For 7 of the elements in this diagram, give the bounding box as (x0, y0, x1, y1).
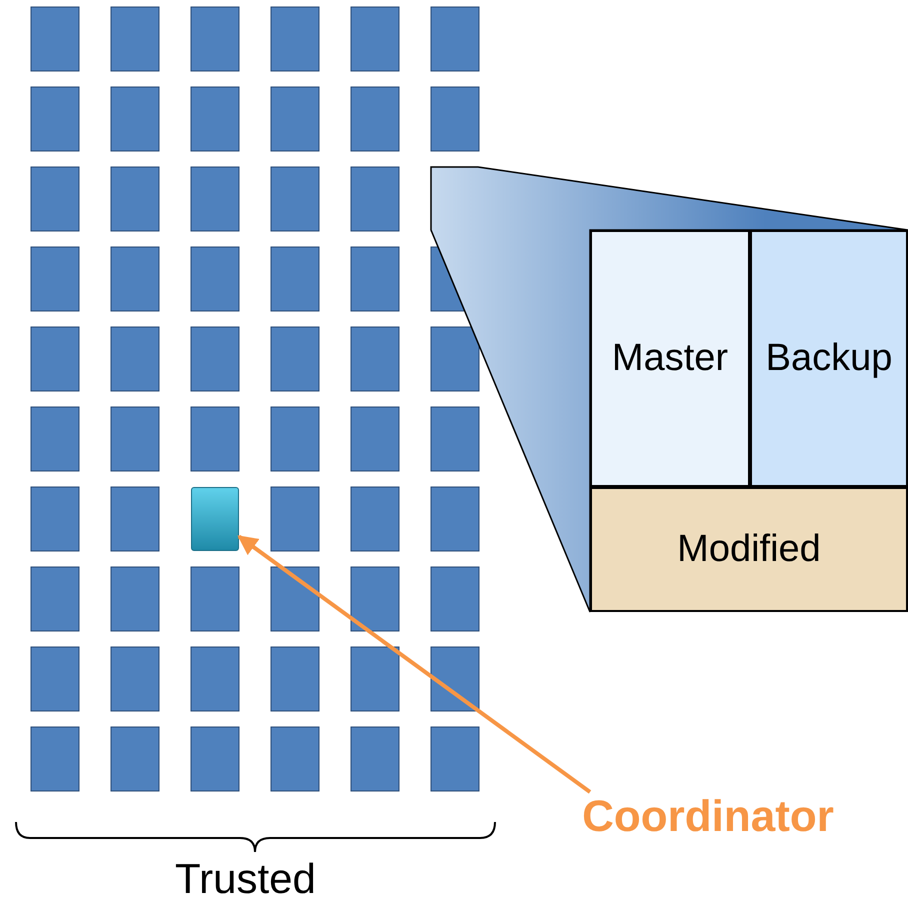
os-layer-box: Modified (590, 487, 908, 612)
master-box: Master (590, 230, 750, 487)
group-label: Trusted (175, 855, 316, 903)
leader-arrow (237, 534, 592, 794)
coordinator-label: Coordinator (548, 792, 868, 842)
coordinator-server-box (191, 487, 239, 551)
backup-box: Backup (750, 230, 908, 487)
